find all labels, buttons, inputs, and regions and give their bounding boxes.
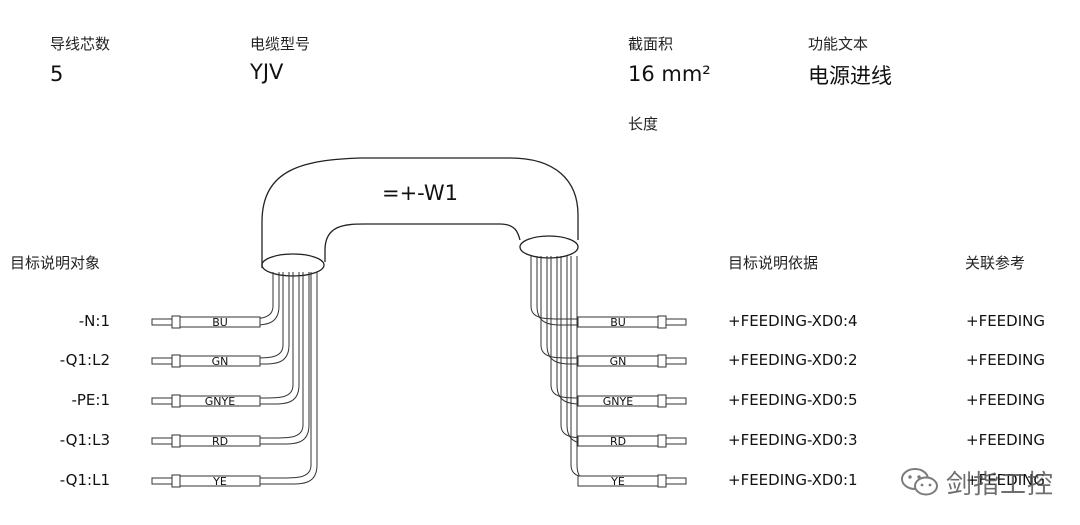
wire-label: YE <box>212 475 227 488</box>
left-terminal: -N:1 <box>78 312 110 330</box>
right-wire-stroke <box>540 256 660 359</box>
left-wire-stroke <box>235 272 284 359</box>
left-wire-stroke <box>235 272 274 320</box>
left-ferrule-gnye: GNYE <box>151 394 261 408</box>
right-wire-stroke <box>556 256 660 405</box>
right-reference: +FEEDING <box>966 471 1045 489</box>
wire-label: BU <box>610 316 626 329</box>
left-ferrule-ye: YE <box>151 474 261 488</box>
function-label: 功能文本 <box>808 35 869 53</box>
right-wire-stroke <box>576 256 660 485</box>
right-wire-stroke <box>560 256 660 439</box>
right-ferrule-ye: YE <box>577 474 687 488</box>
left-ferrules: BU GN GNYE RD YE <box>151 315 261 488</box>
core-count-label: 导线芯数 <box>50 35 111 53</box>
left-wire-bundle <box>235 272 318 485</box>
left-wire-stroke <box>235 272 304 439</box>
wire-label: BU <box>212 316 228 329</box>
right-ferrule-bu: BU <box>577 315 687 329</box>
cable-end-right <box>519 235 579 259</box>
left-ferrule-gn: GN <box>151 354 261 368</box>
left-terminal: -Q1:L1 <box>59 471 110 489</box>
right-target-title: 目标说明依据 <box>728 254 819 272</box>
function-value: 电源进线 <box>808 64 892 88</box>
right-ferrule-gn: GN <box>577 354 687 368</box>
right-reference: +FEEDING <box>966 351 1045 369</box>
cable-type-label: 电缆型号 <box>250 35 311 53</box>
right-reference: +FEEDING <box>966 431 1045 449</box>
watermark-text: 剑指工控 <box>946 469 1055 500</box>
left-side-title: 目标说明对象 <box>10 254 101 272</box>
length-label: 长度 <box>628 115 659 133</box>
core-count-value: 5 <box>50 62 64 86</box>
wire-label: RD <box>212 435 228 448</box>
right-target: +FEEDING-XD0:1 <box>728 471 858 489</box>
right-wire-stroke <box>546 256 660 365</box>
cable-tag: =+-W1 <box>382 181 458 205</box>
right-reference-title: 关联参考 <box>965 254 1026 272</box>
right-target: +FEEDING-XD0:4 <box>728 312 858 330</box>
right-wire-stroke <box>536 256 660 326</box>
right-ferrules: BU GN GNYE RD YE <box>577 315 687 488</box>
left-wire-stroke <box>235 272 312 479</box>
wire-label: GNYE <box>603 395 633 408</box>
cable-type-value: YJV <box>250 60 284 84</box>
cross-section-label: 截面积 <box>628 35 674 53</box>
right-wire-stroke <box>566 256 660 445</box>
right-wire-bundle <box>530 256 660 485</box>
left-wire-stroke <box>235 272 318 485</box>
left-ferrule-bu: BU <box>151 315 261 329</box>
right-ferrule-rd: RD <box>577 434 687 448</box>
left-wire-stroke <box>235 272 294 399</box>
left-terminal: -Q1:L2 <box>59 351 110 369</box>
wire-label: GN <box>212 355 229 368</box>
left-ferrule-rd: RD <box>151 434 261 448</box>
right-wire-stroke <box>530 256 660 320</box>
right-target: +FEEDING-XD0:3 <box>728 431 858 449</box>
right-ferrule-gnye: GNYE <box>577 394 687 408</box>
wire-label: RD <box>610 435 626 448</box>
left-wire-stroke <box>235 272 300 405</box>
wechat-icon <box>901 468 938 496</box>
left-terminal: -PE:1 <box>71 391 110 409</box>
right-reference: +FEEDING <box>966 391 1045 409</box>
watermark: 剑指工控 <box>900 462 1070 502</box>
wire-label: YE <box>610 475 625 488</box>
cable-sheath <box>261 157 579 277</box>
right-target: +FEEDING-XD0:5 <box>728 391 858 409</box>
right-reference: +FEEDING <box>966 312 1045 330</box>
wire-label: GNYE <box>205 395 235 408</box>
left-terminal: -Q1:L3 <box>59 431 110 449</box>
left-wire-stroke <box>235 272 290 365</box>
cross-section-value: 16 mm² <box>628 62 711 86</box>
right-target: +FEEDING-XD0:2 <box>728 351 858 369</box>
left-wire-stroke <box>235 272 310 445</box>
wire-label: GN <box>610 355 627 368</box>
